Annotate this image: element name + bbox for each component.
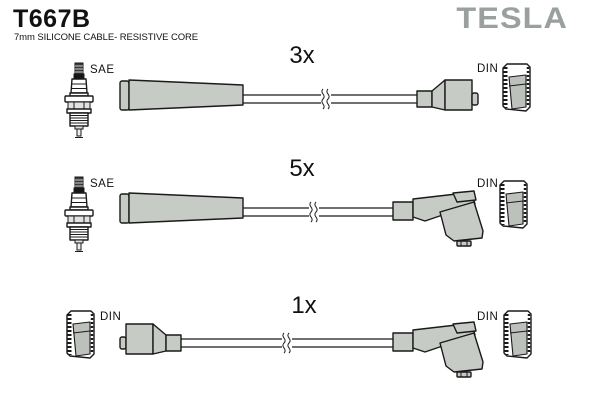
spark-plug-icon — [64, 176, 94, 252]
part-number: T667B — [13, 5, 91, 33]
cable-assembly-straight — [119, 79, 479, 111]
quantity-label-row2: 5x — [289, 155, 315, 182]
right-connector-label-row1: DIN — [477, 63, 499, 75]
din-socket-icon — [499, 180, 528, 229]
cable-assembly-angled — [119, 190, 484, 247]
quantity-label-row3: 1x — [291, 292, 317, 319]
brand-logo: TESLA — [456, 2, 568, 35]
din-socket-icon — [502, 63, 531, 112]
din-socket-icon — [66, 310, 95, 359]
right-connector-label-row2: DIN — [477, 178, 499, 190]
quantity-label-row1: 3x — [289, 42, 315, 69]
right-connector-label-row3: DIN — [477, 311, 499, 323]
din-socket-icon — [503, 310, 532, 359]
spark-plug-icon — [64, 62, 94, 138]
cable-spec-subtitle: 7mm SILICONE CABLE- RESISTIVE CORE — [14, 32, 199, 43]
left-connector-label-row3: DIN — [100, 311, 122, 323]
left-connector-label-row2: SAE — [90, 178, 115, 190]
left-connector-label-row1: SAE — [90, 64, 115, 76]
cable-assembly-din-din — [119, 321, 484, 378]
